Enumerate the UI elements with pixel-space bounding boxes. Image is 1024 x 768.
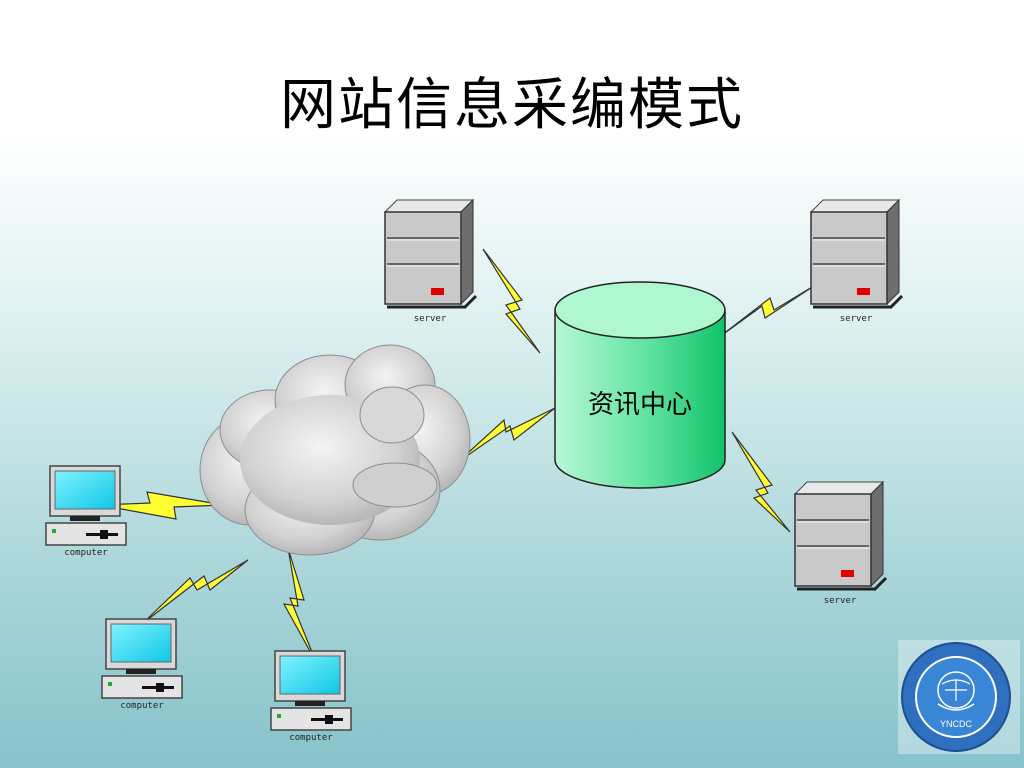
yncdc-logo: YNCDC [898, 640, 1020, 754]
server-3: server [793, 480, 888, 606]
computer-label: computer [289, 733, 333, 743]
server-1: server [383, 198, 478, 324]
computer-label: computer [64, 548, 108, 558]
server-label: server [824, 596, 857, 606]
link-bolt-server2 [717, 283, 818, 339]
info-center-label: 资讯中心 [588, 390, 692, 420]
link-bolt-cloud-center [457, 407, 556, 463]
link-bolt-computer3 [282, 547, 317, 663]
link-bolt-server3 [731, 431, 791, 533]
link-bolt-computer2 [141, 559, 249, 625]
computer-label: computer [120, 701, 164, 711]
link-bolt-server1 [482, 248, 541, 354]
info-center-database: 资讯中心 [554, 281, 726, 489]
computer-3: computer [270, 650, 352, 743]
computer-2: computer [101, 618, 183, 711]
server-label: server [840, 314, 873, 324]
internet-cloud [199, 344, 471, 556]
server-2: server [809, 198, 904, 324]
computer-1: computer [45, 465, 127, 558]
page-title: 网站信息采编模式 [280, 73, 744, 138]
logo-text: YNCDC [940, 719, 973, 729]
server-label: server [414, 314, 447, 324]
